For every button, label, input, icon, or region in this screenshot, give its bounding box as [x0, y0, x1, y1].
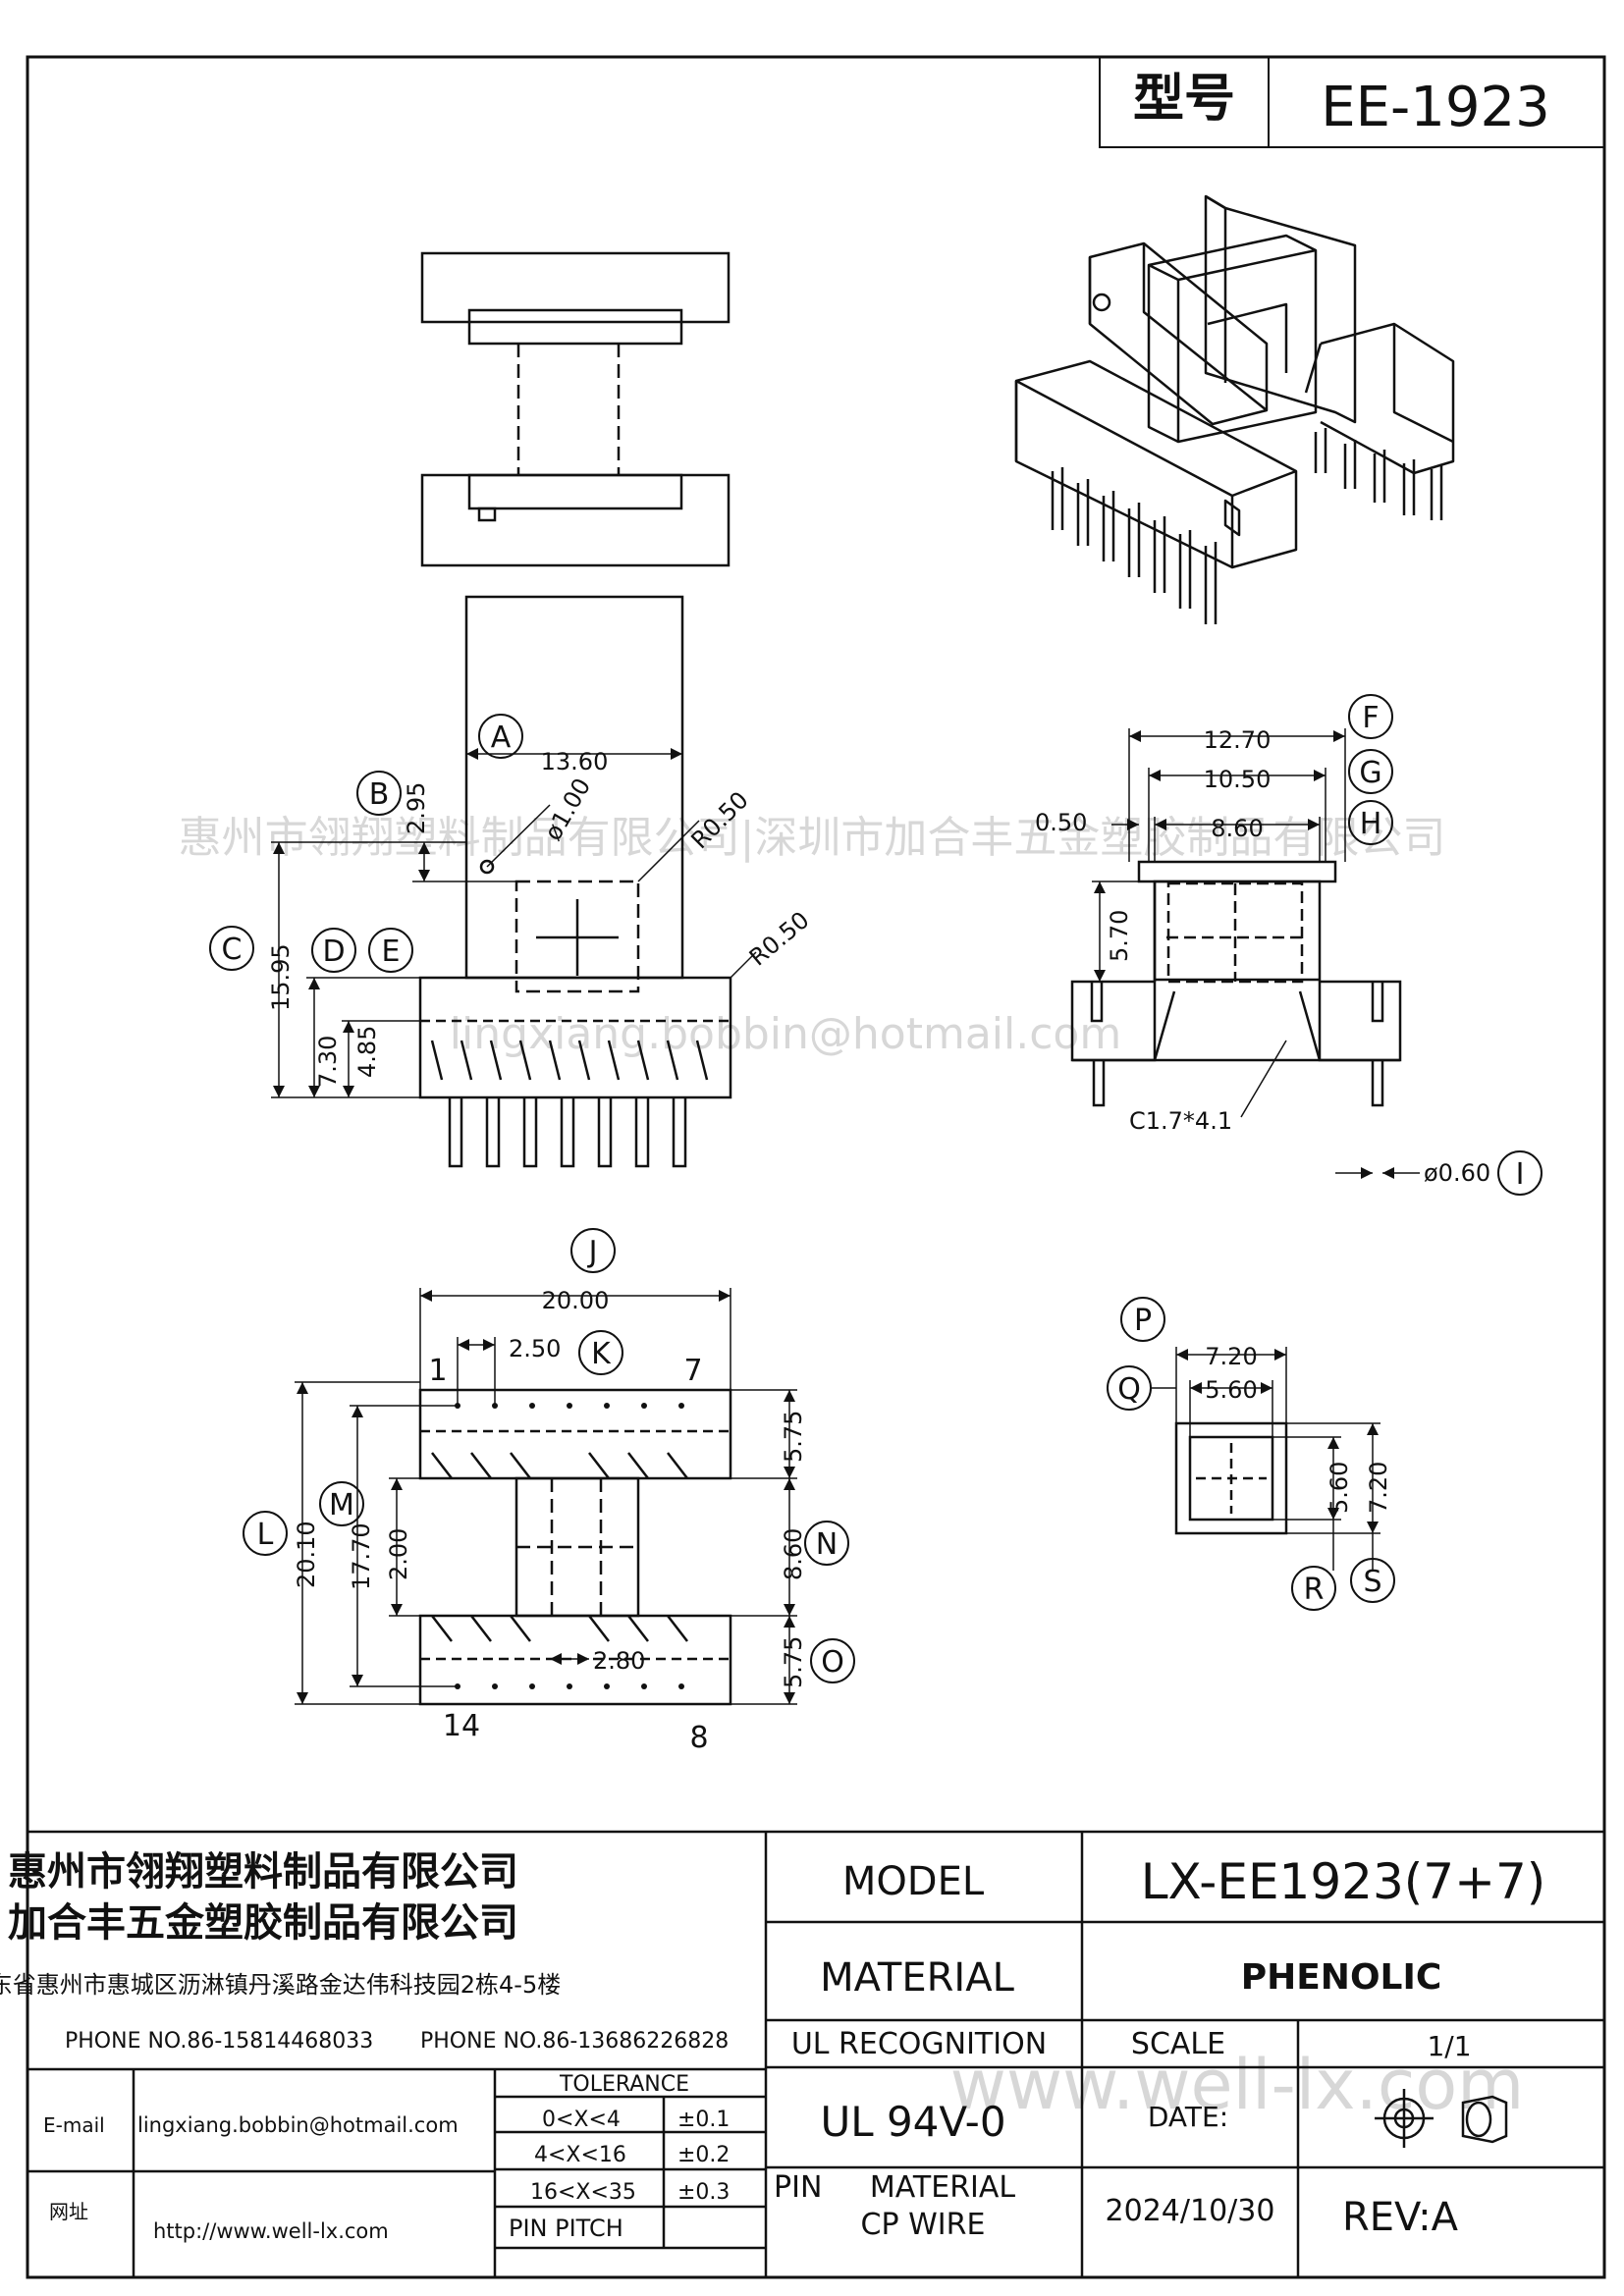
- tolerance-value-2: ±0.2: [677, 2143, 730, 2167]
- pin-label: PIN: [774, 2170, 822, 2205]
- material-value: PHENOLIC: [1241, 1957, 1442, 1998]
- top-dimension-view: 13.60 2.95 ø1.00 R0.50 R0.50 15.95 7.30 …: [209, 595, 815, 1168]
- top-outline-view: [420, 251, 731, 567]
- bottom-view: 20.00 2.50 20.10 17.70 2.00 5.75 8.60 5.…: [243, 1228, 855, 1755]
- dim-r: 5.60: [1326, 1462, 1353, 1514]
- web-value: http://www.well-lx.com: [153, 2219, 389, 2243]
- dim-p: 7.20: [1205, 1343, 1257, 1370]
- header-model-value: EE-1923: [1321, 76, 1550, 139]
- tolerance-title: TOLERANCE: [559, 2072, 689, 2097]
- callout-q: Q: [1117, 1372, 1141, 1407]
- ul-value: UL 94V-0: [820, 2098, 1005, 2146]
- revision: REV:A: [1342, 2195, 1459, 2240]
- model-value: LX-EE1923(7+7): [1141, 1853, 1546, 1910]
- sheet-border: [26, 55, 1606, 2279]
- dim-i: ø0.60: [1424, 1159, 1490, 1187]
- dim-c: 15.95: [267, 943, 295, 1011]
- dim-r2: R0.50: [744, 906, 815, 972]
- dim-j: 20.00: [542, 1287, 610, 1314]
- dim-g: 10.50: [1204, 766, 1272, 793]
- watermark-email: lingxiang.bobbin@hotmail.com: [450, 1009, 1121, 1059]
- callout-b: B: [369, 777, 390, 812]
- callout-n: N: [816, 1527, 838, 1562]
- side-view: 12.70 10.50 8.60 0.50 5.70 C1.7*4.1 ø0.6…: [1035, 694, 1543, 1196]
- callout-p: P: [1134, 1304, 1152, 1338]
- tolerance-range-1: 0<X<4: [542, 2108, 621, 2132]
- scale-value: 1/1: [1427, 2030, 1471, 2062]
- dim-side-height: 5.70: [1106, 910, 1133, 962]
- company-name-1: 惠州市翎翔塑料制品有限公司: [8, 1849, 518, 1895]
- callout-k: K: [591, 1337, 612, 1371]
- ul-recognition-label: UL RECOGNITION: [791, 2027, 1047, 2061]
- dim-f: 12.70: [1204, 726, 1272, 754]
- scale-label: SCALE: [1131, 2027, 1225, 2061]
- dim-e: 4.85: [353, 1026, 381, 1078]
- pin-pitch-label: PIN PITCH: [509, 2215, 623, 2242]
- watermark-website: www.well-lx.com: [950, 2045, 1525, 2125]
- pin-label-1: 1: [428, 1354, 447, 1388]
- dim-s: 7.20: [1365, 1462, 1392, 1514]
- date-label: DATE:: [1148, 2101, 1228, 2133]
- callout-c: C: [222, 933, 243, 967]
- core-view: 7.20 5.60 5.60 7.20 P Q R S: [1107, 1297, 1395, 1611]
- callout-e: E: [382, 934, 401, 969]
- material-label: MATERIAL: [820, 1955, 1014, 2001]
- dim-m: 17.70: [348, 1522, 375, 1590]
- tolerance-value-1: ±0.1: [677, 2108, 730, 2132]
- callout-d: D: [322, 934, 345, 969]
- tolerance-range-3: 16<X<35: [530, 2180, 636, 2205]
- dim-side-left: 0.50: [1035, 809, 1087, 836]
- dim-pitch2: 2.80: [593, 1647, 645, 1675]
- callout-g: G: [1359, 756, 1381, 790]
- dim-k: 2.50: [509, 1335, 561, 1362]
- email-value: lingxiang.bobbin@hotmail.com: [137, 2113, 459, 2137]
- tolerance-value-3: ±0.3: [677, 2180, 730, 2205]
- title-block: 惠州市翎翔塑料制品有限公司 加合丰五金塑胶制品有限公司 广东省惠州市惠城区沥淋镇…: [0, 1830, 1604, 2277]
- date-value: 2024/10/30: [1106, 2194, 1275, 2228]
- callout-i: I: [1516, 1157, 1525, 1192]
- dim-b: 2.95: [403, 782, 430, 834]
- model-label: MODEL: [842, 1859, 985, 1904]
- dim-inner: 2.00: [385, 1528, 412, 1580]
- callout-r: R: [1304, 1573, 1325, 1607]
- company-address: 广东省惠州市惠城区沥淋镇丹溪路金达伟科技园2栋4-5楼: [0, 1971, 561, 1999]
- dim-a: 13.60: [541, 748, 609, 775]
- callout-l: L: [257, 1518, 274, 1552]
- dim-o: 5.75: [780, 1636, 807, 1688]
- header-model-box: 型号 EE-1923: [1099, 56, 1605, 148]
- phone-2: PHONE NO.86-13686226828: [420, 2029, 729, 2054]
- callout-h: H: [1360, 807, 1382, 841]
- callout-a: A: [491, 721, 512, 755]
- company-name-2: 加合丰五金塑胶制品有限公司: [8, 1900, 518, 1946]
- callout-s: S: [1363, 1565, 1381, 1599]
- header-model-label: 型号: [1133, 70, 1235, 129]
- callout-m: M: [329, 1488, 354, 1522]
- pin-label-8: 8: [689, 1721, 708, 1755]
- projection-symbol-icon: [1375, 2089, 1508, 2148]
- callout-o: O: [821, 1645, 844, 1680]
- dim-h: 8.60: [1211, 815, 1263, 842]
- pin-label-14: 14: [443, 1709, 480, 1743]
- pin-wire-value: CP WIRE: [861, 2208, 986, 2242]
- dim-q: 5.60: [1205, 1376, 1257, 1404]
- web-label: 网址: [49, 2200, 88, 2223]
- dim-chamfer: C1.7*4.1: [1129, 1107, 1232, 1135]
- callout-f: F: [1362, 701, 1379, 735]
- tolerance-range-2: 4<X<16: [534, 2143, 626, 2167]
- phone-1: PHONE NO.86-15814468033: [65, 2029, 373, 2054]
- callout-j: J: [587, 1235, 598, 1269]
- dim-n: 8.60: [780, 1528, 807, 1580]
- pin-label-7: 7: [683, 1354, 702, 1388]
- dim-d: 7.30: [314, 1036, 342, 1088]
- dim-top-h: 5.75: [780, 1411, 807, 1463]
- dim-l: 20.10: [293, 1521, 320, 1588]
- pin-material-label: MATERIAL: [870, 2170, 1016, 2205]
- email-label: E-mail: [43, 2113, 105, 2137]
- isometric-view: [1014, 194, 1455, 624]
